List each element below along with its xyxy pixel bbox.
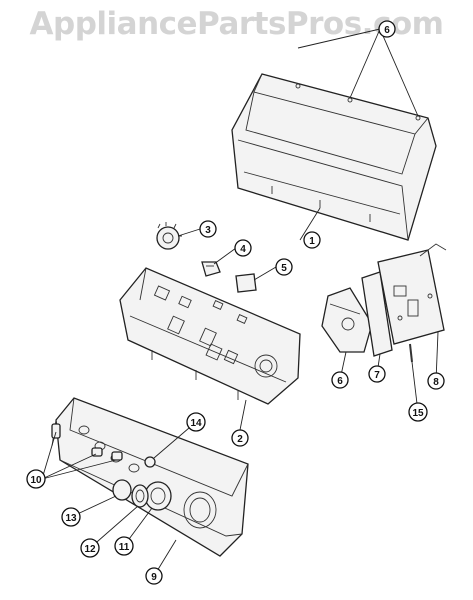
svg-text:12: 12 [84,544,96,555]
svg-text:7: 7 [374,370,380,381]
callout-10: 10 [26,469,46,489]
callout-4: 4 [234,239,252,257]
svg-text:2: 2 [237,434,243,445]
control-knob [144,481,172,511]
callout-3: 3 [199,220,217,238]
callout-9: 9 [145,567,163,585]
callout-12: 12 [80,538,100,558]
leader-lines [41,28,439,577]
svg-text:15: 15 [412,408,424,419]
console-housing [231,73,437,241]
callout-6-bottom: 6 [331,371,349,389]
svg-text:5: 5 [281,263,287,274]
svg-text:8: 8 [433,377,439,388]
callout-6-top: 6 [378,20,396,38]
callout-13: 13 [61,507,81,527]
callout-15: 15 [408,402,428,422]
svg-text:4: 4 [240,244,246,255]
control-panel-bracket [119,267,301,405]
knob-cap [112,479,132,501]
pin-part [409,343,413,363]
svg-text:14: 14 [190,418,202,429]
front-control-panel [51,397,249,557]
svg-text:13: 13 [65,513,77,524]
control-board-bracket [377,243,447,345]
svg-text:6: 6 [384,25,390,36]
svg-text:1: 1 [309,236,315,247]
mounting-plate [361,271,393,357]
svg-text:3: 3 [205,225,211,236]
switch-part [201,261,221,277]
callout-5: 5 [275,258,293,276]
svg-text:11: 11 [119,542,130,553]
callout-14: 14 [186,412,206,432]
svg-text:9: 9 [151,572,157,583]
push-buttons [51,423,123,461]
svg-text:6: 6 [337,376,343,387]
timer-gear [156,222,182,250]
timer-assembly [321,287,373,353]
watermark: AppliancePartsPros.com [29,6,444,42]
small-button [144,456,156,468]
knob-ring [131,484,149,508]
callout-8: 8 [427,372,445,390]
callout-7: 7 [368,365,386,383]
callout-2: 2 [231,429,249,447]
block-part [235,273,257,293]
callout-1: 1 [303,231,321,249]
svg-text:10: 10 [30,475,42,486]
callout-11: 11 [114,536,134,556]
